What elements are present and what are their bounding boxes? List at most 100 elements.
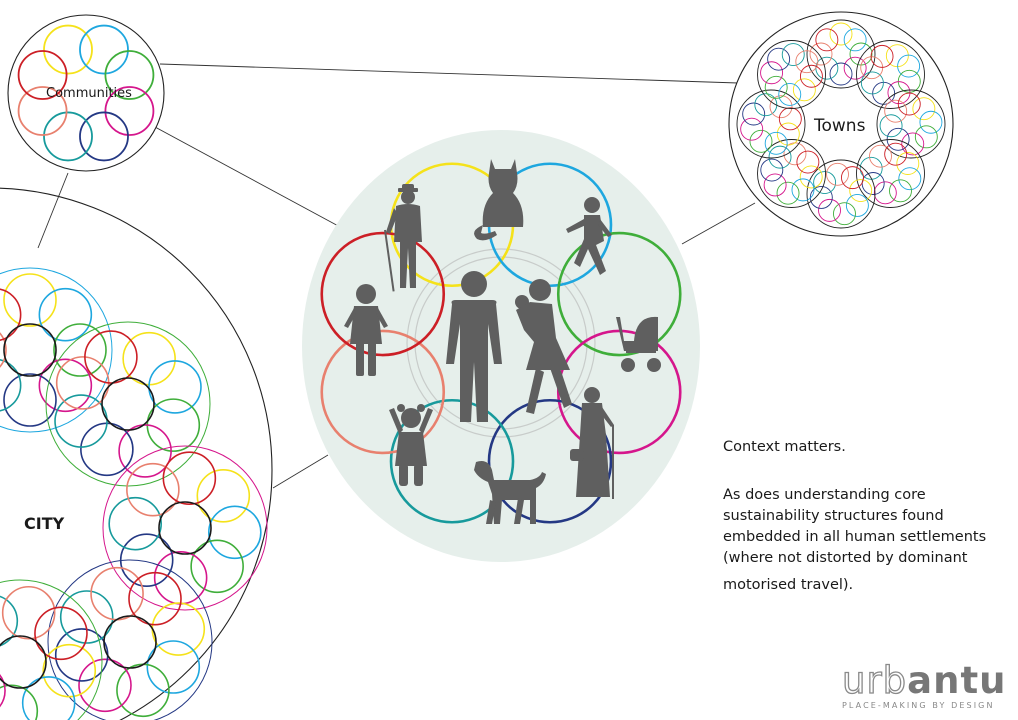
- town-cluster-boundary: [806, 19, 876, 89]
- communities-cluster: [17, 24, 155, 162]
- woman-holding-baby-icon: [515, 279, 572, 414]
- caption-body-end: motorised travel).: [723, 577, 854, 593]
- ring-circle: [764, 75, 788, 99]
- ring-circle: [859, 156, 883, 180]
- logo-light: urb: [841, 659, 908, 702]
- ring-circle: [768, 145, 792, 169]
- hub-ring-circle-red: [320, 231, 446, 357]
- ring-circle: [80, 422, 134, 477]
- silhouettes: [344, 159, 661, 524]
- urbantu-logo: urbantu PLACE-MAKING BY DESIGN: [841, 659, 1012, 710]
- running-child-icon: [566, 197, 612, 275]
- hub-inner-ring-outer: [406, 248, 596, 438]
- ring-circle: [767, 47, 791, 71]
- ring-circle: [1, 585, 56, 640]
- ring-circle: [776, 122, 800, 146]
- ring-circle: [778, 107, 802, 131]
- toddler-icon: [389, 404, 433, 486]
- town-cluster-boundary: [856, 139, 925, 208]
- ring-circle: [795, 50, 819, 74]
- ring-circle: [190, 539, 244, 594]
- hub-ring-circle-teal: [389, 398, 515, 524]
- ring-circle: [870, 44, 894, 68]
- cat-icon: [474, 159, 524, 241]
- city-cluster-core: [101, 377, 155, 431]
- ring-circle: [898, 167, 922, 191]
- ring-circle: [54, 394, 108, 448]
- hub-ring-circle-magenta: [556, 329, 682, 455]
- man-icon: [446, 271, 502, 422]
- town-cluster-boundary: [876, 89, 946, 159]
- ring-circle: [196, 469, 251, 523]
- caption: Context matters. As does understanding c…: [723, 437, 1013, 596]
- city-label: CITY: [24, 514, 65, 533]
- ring-circle: [919, 110, 943, 134]
- ring-circle: [760, 158, 784, 182]
- ring-circle: [43, 24, 93, 75]
- ring-circle: [118, 424, 172, 478]
- connector-lines: [37, 63, 756, 489]
- hub-ring-circle-salmon: [320, 329, 446, 455]
- ring-circle: [146, 640, 201, 694]
- ring-circle: [841, 166, 864, 190]
- ring-circle: [809, 42, 833, 66]
- ring-circle: [833, 202, 856, 226]
- logo-tagline: PLACE-MAKING BY DESIGN: [842, 701, 995, 710]
- ring-circle: [146, 398, 201, 452]
- ring-circle: [873, 181, 897, 205]
- city-cluster-core: [0, 635, 47, 689]
- ring-circle: [38, 358, 93, 413]
- ring-circle: [126, 462, 180, 517]
- ring-circle: [896, 152, 920, 175]
- town-cluster-boundary: [757, 40, 826, 109]
- towns-label: Towns: [814, 116, 866, 136]
- connector-communities-towns: [159, 63, 739, 84]
- ring-circle: [781, 43, 805, 67]
- ring-circle: [818, 198, 841, 222]
- caption-body: As does understanding core sustainabilit…: [723, 487, 987, 566]
- caption-heading: Context matters.: [723, 439, 846, 455]
- ring-circle: [763, 173, 787, 197]
- logo-wordmark: urbantu: [841, 659, 1012, 702]
- woman-icon: [344, 284, 388, 376]
- town-cluster-boundary: [806, 159, 876, 229]
- connector-hub-towns: [681, 202, 756, 245]
- ring-circle: [79, 111, 129, 162]
- city-boundary: [0, 187, 273, 720]
- ring-circle: [776, 181, 800, 205]
- ring-circle: [104, 50, 155, 100]
- ring-circle: [208, 505, 262, 560]
- ring-circle: [42, 643, 97, 698]
- connector-hub-city: [272, 454, 329, 489]
- ring-circle: [889, 179, 912, 203]
- ring-circle: [884, 99, 908, 123]
- connector-communities-hub: [154, 126, 343, 229]
- ring-circle: [78, 658, 132, 713]
- hub-ring-circle-navy: [487, 398, 613, 524]
- ring-circle: [843, 28, 867, 52]
- ring-circle: [769, 95, 793, 119]
- ring-circle: [17, 50, 68, 100]
- ring-circle: [0, 332, 7, 368]
- ring-circle: [148, 360, 202, 414]
- ring-circle: [3, 373, 57, 427]
- ring-circle: [0, 359, 22, 412]
- ring-circle: [799, 165, 823, 189]
- pram-icon: [616, 316, 661, 372]
- town-cluster-boundary: [757, 139, 826, 208]
- city-cluster-core: [158, 501, 212, 555]
- ring-circle: [84, 330, 138, 384]
- ring-circle: [813, 171, 837, 194]
- ring-circle: [55, 356, 110, 410]
- dog-icon: [474, 461, 546, 524]
- ring-circle: [901, 132, 925, 156]
- ring-circle: [162, 451, 217, 505]
- ring-circle: [897, 92, 921, 116]
- ring-circle: [791, 178, 815, 202]
- ring-circle: [740, 117, 764, 141]
- towns-cluster: [736, 19, 946, 229]
- ring-circle: [826, 162, 849, 186]
- communities-boundary: [7, 14, 165, 172]
- ring-circle: [884, 142, 908, 166]
